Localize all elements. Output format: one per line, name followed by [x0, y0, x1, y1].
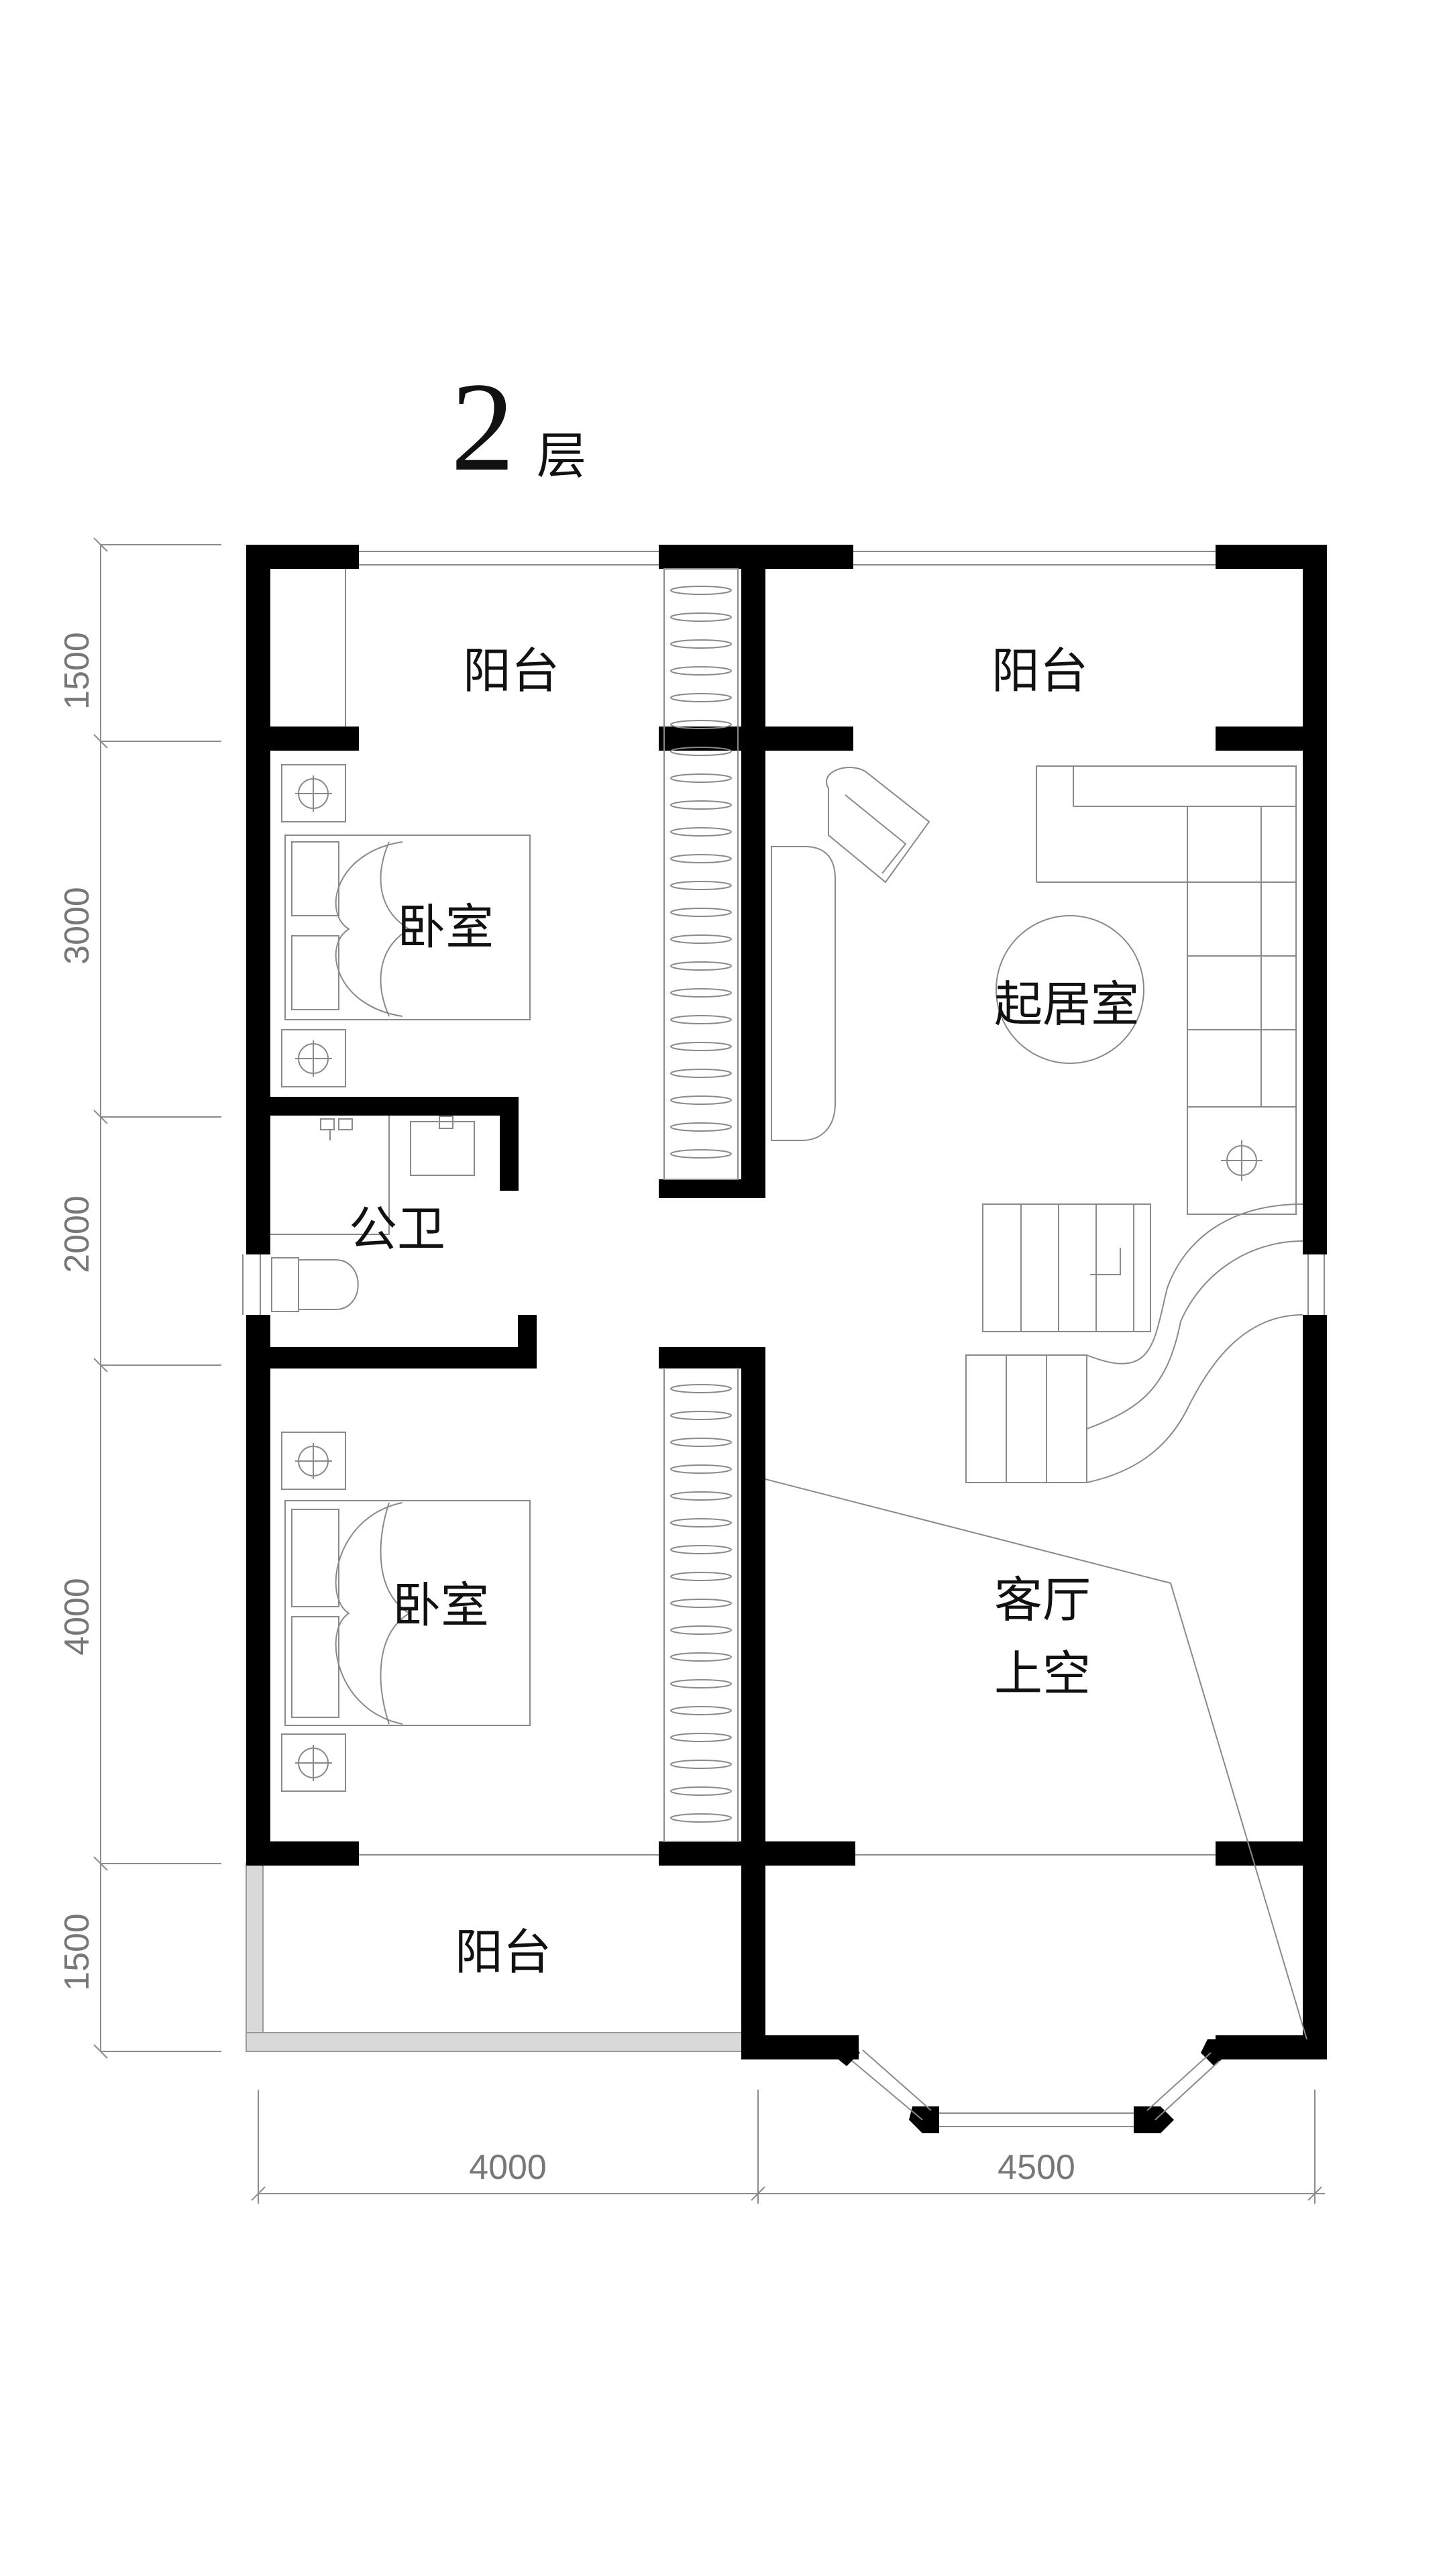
- void-label-line2: 上空: [994, 1648, 1091, 1701]
- hanger: [670, 586, 732, 595]
- side-table: [1187, 1106, 1297, 1215]
- balcony-top-left-label: 阳台: [463, 645, 559, 698]
- hanger: [670, 1813, 732, 1823]
- bedroom-upper-label: 卧室: [397, 901, 494, 955]
- bathroom-fixtures: [270, 1116, 475, 1312]
- hanger: [670, 612, 732, 622]
- staircase: [965, 1203, 1303, 1483]
- dim-tick: [93, 1856, 108, 1871]
- hanger: [670, 693, 732, 702]
- hanger: [670, 1652, 732, 1662]
- hanger: [670, 1122, 732, 1132]
- hanger: [670, 1491, 732, 1501]
- hanger: [670, 1518, 732, 1527]
- wardrobe-lower: [663, 1368, 739, 1842]
- bathroom-label: 公卫: [349, 1203, 445, 1256]
- hanger: [670, 720, 732, 729]
- bedroom-lower-label: 卧室: [392, 1579, 489, 1633]
- dim-v-1: 1500: [58, 632, 97, 710]
- nightstand-upper: [281, 764, 346, 1087]
- dim-v-2: 3000: [58, 887, 97, 965]
- hanger: [670, 854, 732, 863]
- floor-number: 2: [451, 357, 515, 498]
- dim-v-4: 4000: [58, 1578, 97, 1656]
- dim-h-2: 4500: [998, 2148, 1075, 2187]
- bench: [771, 846, 836, 1141]
- hanger: [670, 827, 732, 837]
- hanger: [670, 800, 732, 810]
- wardrobe-upper: [663, 568, 739, 1180]
- dim-tick: [93, 537, 108, 552]
- hanger: [670, 1706, 732, 1715]
- hanger: [670, 1438, 732, 1447]
- dim-tick: [93, 2044, 108, 2059]
- hanger: [670, 747, 732, 756]
- living-room-label: 起居室: [994, 978, 1139, 1032]
- hanger: [670, 1069, 732, 1078]
- hanger: [670, 1384, 732, 1393]
- dim-tick: [93, 1358, 108, 1373]
- dim-v-5: 1500: [58, 1913, 97, 1991]
- windows: [242, 551, 1325, 1856]
- armchair: [826, 767, 930, 883]
- hanger: [670, 1149, 732, 1159]
- hanger: [670, 961, 732, 971]
- coffee-table: [996, 915, 1144, 1064]
- balcony-top-right-label: 阳台: [991, 645, 1088, 698]
- hanger: [670, 1599, 732, 1608]
- bed-lower: [284, 1500, 531, 1726]
- hanger: [670, 1733, 732, 1742]
- dim-tick: [93, 734, 108, 749]
- void-lines: [765, 1479, 1307, 2040]
- floor-suffix: 层: [537, 429, 586, 484]
- balcony-bottom-label: 阳台: [455, 1926, 551, 1980]
- hanger: [670, 1042, 732, 1051]
- hanger: [670, 908, 732, 917]
- bay-window: [832, 2039, 1228, 2133]
- hanger: [670, 1760, 732, 1769]
- walls: [246, 545, 1327, 2059]
- hanger: [670, 988, 732, 998]
- hanger: [670, 639, 732, 649]
- dim-v-3: 2000: [58, 1195, 97, 1273]
- hanger: [670, 1095, 732, 1105]
- bed-upper: [284, 835, 531, 1020]
- balcony-rim: [246, 1863, 750, 2052]
- hanger: [670, 1545, 732, 1554]
- vertical-dimensions: 1500 3000 2000 4000 1500: [58, 537, 221, 2059]
- void-label-line1: 客厅: [994, 1574, 1091, 1627]
- dim-tick: [93, 1110, 108, 1124]
- hanger: [670, 1625, 732, 1635]
- hanger: [670, 773, 732, 783]
- hanger: [670, 1411, 732, 1420]
- hanger: [670, 1464, 732, 1474]
- hanger: [670, 1015, 732, 1024]
- horizontal-dimensions: 4000 4500: [251, 2090, 1325, 2204]
- dim-h-1: 4000: [469, 2148, 547, 2187]
- hanger: [670, 1572, 732, 1581]
- hanger: [670, 1786, 732, 1796]
- sofa-set: [1036, 765, 1297, 1108]
- nightstand-lower: [281, 1432, 346, 1792]
- hanger: [670, 1679, 732, 1688]
- hanger: [670, 666, 732, 676]
- hanger: [670, 934, 732, 944]
- hanger: [670, 881, 732, 890]
